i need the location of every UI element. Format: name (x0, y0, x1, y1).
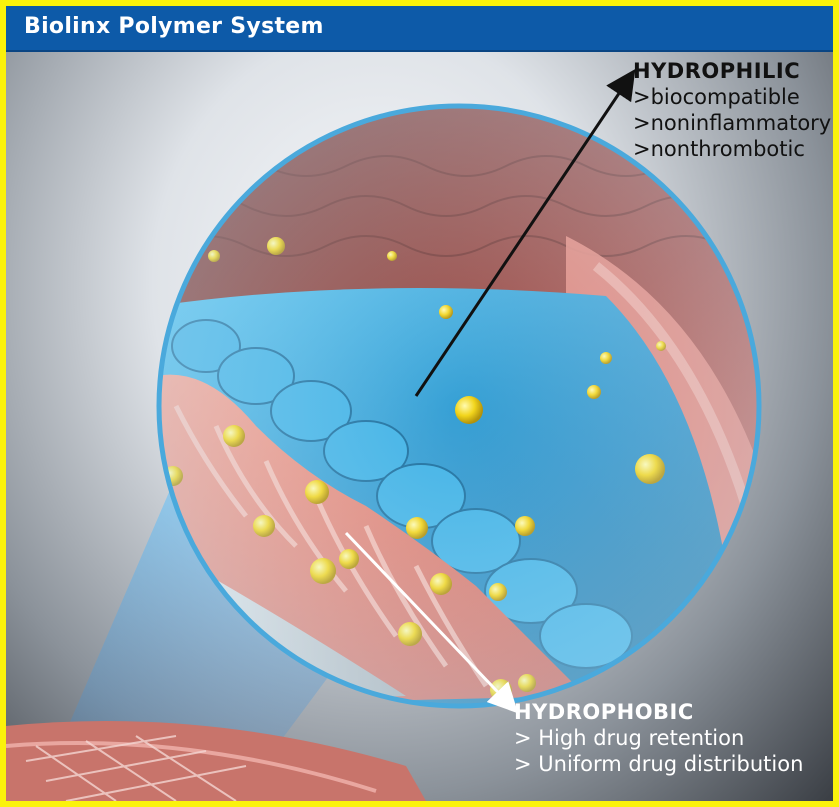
figure-title: Biolinx Polymer System (24, 14, 324, 39)
hydrophilic-item-nonthrombotic: >nonthrombotic (633, 136, 831, 162)
hydrophilic-item-noninflammatory: >noninflammatory (633, 110, 831, 136)
hydrophobic-item-distribution: > Uniform drug distribution (514, 751, 803, 777)
hydrophilic-label: HYDROPHILIC >biocompatible >noninflammat… (633, 58, 831, 162)
title-bar: Biolinx Polymer System (6, 6, 833, 52)
hydrophobic-heading: HYDROPHOBIC (514, 699, 803, 725)
hydrophobic-label: HYDROPHOBIC > High drug retention > Unif… (514, 699, 803, 777)
hydrophilic-item-biocompatible: >biocompatible (633, 84, 831, 110)
hydrophobic-item-retention: > High drug retention (514, 725, 803, 751)
hydrophilic-heading: HYDROPHILIC (633, 58, 831, 84)
vessel-wall (6, 721, 426, 801)
